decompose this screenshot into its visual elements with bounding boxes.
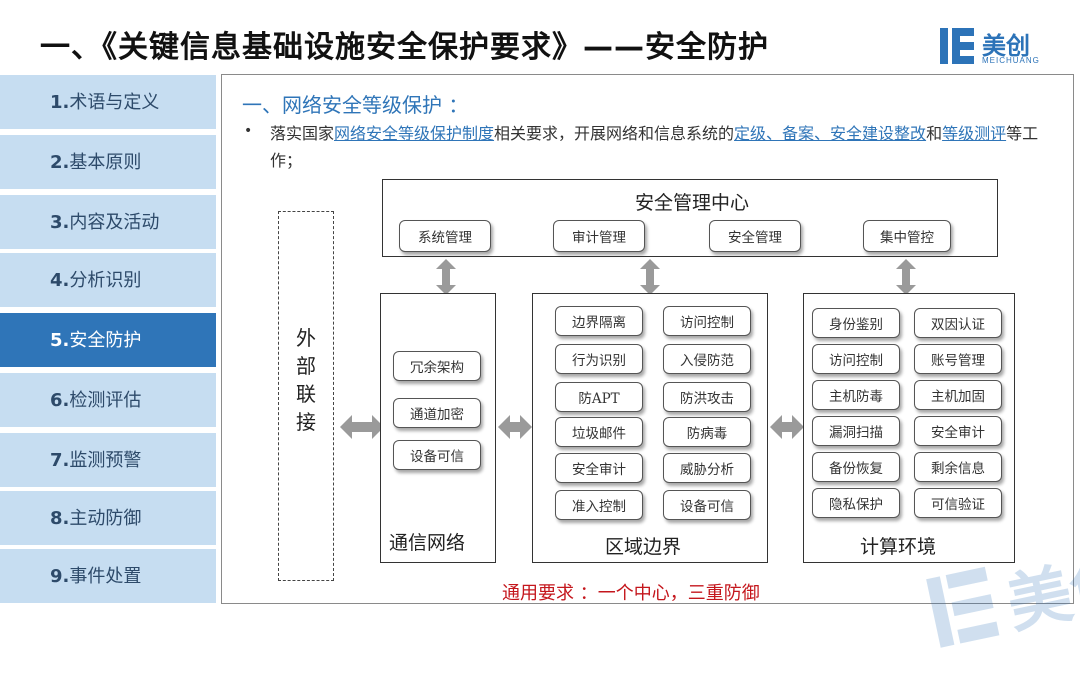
boundary-item: 设备可信	[663, 490, 751, 520]
logo-name: 美创	[982, 32, 1030, 60]
content-panel: 一、网络安全等级保护 ： • 落实国家网络安全等级保护制度相关要求，开展网络和信…	[221, 74, 1080, 648]
computing-environment-box: 身份鉴别 双因认证 访问控制 账号管理 主机防毒 主机加固 漏洞扫描 安全审计 …	[803, 293, 1015, 563]
boundary-item: 行为识别	[555, 344, 643, 374]
compute-item: 账号管理	[914, 344, 1002, 374]
compute-item: 主机防毒	[812, 380, 900, 410]
general-requirements-note: 通用要求 ：一个中心，三重防御	[502, 583, 760, 604]
boundary-item: 边界隔离	[555, 306, 643, 336]
network-item: 冗余架构	[393, 351, 481, 381]
sidebar-item-1[interactable]: 1.术语与定义	[0, 75, 216, 131]
sidebar-item-3[interactable]: 3.内容及活动	[0, 195, 216, 251]
sidebar-item-4[interactable]: 4.分析识别	[0, 253, 216, 309]
link-grading-evaluation[interactable]: 等级测评	[942, 124, 1007, 143]
center-item: 系统管理	[399, 220, 491, 252]
page-title: 一、《关键信息基础设施安全保护要求》——安全防护	[40, 30, 769, 65]
vertical-arrow-icon	[436, 259, 916, 295]
bullet-icon: •	[244, 123, 253, 139]
boundary-item: 入侵防范	[663, 344, 751, 374]
sidebar-item-7[interactable]: 7.监测预警	[0, 433, 216, 489]
sidebar-item-5[interactable]: 5.安全防护	[0, 313, 216, 369]
compute-item: 访问控制	[812, 344, 900, 374]
network-item: 通道加密	[393, 398, 481, 428]
boundary-item: 准入控制	[555, 490, 643, 520]
external-connection-label: 外部联接	[296, 326, 316, 434]
boundary-item: 威胁分析	[663, 453, 751, 483]
link-grading-filing[interactable]: 定级、备案、安全建设整改	[734, 124, 927, 143]
center-item: 安全管理	[709, 220, 801, 252]
compute-item: 身份鉴别	[812, 308, 900, 338]
link-cybersecurity-protection-system[interactable]: 网络安全等级保护制度	[334, 124, 495, 143]
compute-title: 计算环境	[860, 536, 937, 558]
center-item: 集中管控	[863, 220, 951, 252]
network-item: 设备可信	[393, 440, 481, 470]
sidebar-item-8[interactable]: 8.主动防御	[0, 491, 216, 547]
boundary-item: 防APT	[555, 382, 643, 412]
compute-item: 隐私保护	[812, 488, 900, 518]
compute-item: 主机加固	[914, 380, 1002, 410]
sidebar-item-2[interactable]: 2.基本原则	[0, 135, 216, 191]
compute-item: 漏洞扫描	[812, 416, 900, 446]
external-connection-box: 外部联接	[278, 211, 334, 581]
compute-item: 可信验证	[914, 488, 1002, 518]
brand-logo: 美创 MEICHUANG	[938, 26, 1058, 70]
communication-network-box: 冗余架构 通道加密 设备可信 通信网络	[380, 293, 496, 563]
section-title: 一、网络安全等级保护 ：	[242, 93, 469, 117]
compute-item: 安全审计	[914, 416, 1002, 446]
logo-mark-icon	[940, 28, 974, 64]
compute-item: 备份恢复	[812, 452, 900, 482]
network-title: 通信网络	[389, 532, 466, 554]
logo-subtitle: MEICHUANG	[982, 56, 1040, 65]
bullet-paragraph: 落实国家网络安全等级保护制度相关要求，开展网络和信息系统的定级、备案、安全建设整…	[270, 124, 1039, 170]
boundary-item: 垃圾邮件	[555, 417, 643, 447]
boundary-item: 安全审计	[555, 453, 643, 483]
security-management-center: 安全管理中心 系统管理 审计管理 安全管理 集中管控	[382, 179, 998, 257]
boundary-item: 防病毒	[663, 417, 751, 447]
sidebar-item-9[interactable]: 9.事件处置	[0, 549, 216, 605]
boundary-item: 访问控制	[663, 306, 751, 336]
compute-item: 双因认证	[914, 308, 1002, 338]
regional-boundary-box: 边界隔离 访问控制 行为识别 入侵防范 防APT 防洪攻击 垃圾邮件 防病毒 安…	[532, 293, 768, 563]
compute-item: 剩余信息	[914, 452, 1002, 482]
sidebar-item-6[interactable]: 6.检测评估	[0, 373, 216, 429]
boundary-item: 防洪攻击	[663, 382, 751, 412]
center-title: 安全管理中心	[635, 192, 750, 214]
boundary-title: 区域边界	[605, 536, 682, 558]
center-item: 审计管理	[553, 220, 645, 252]
